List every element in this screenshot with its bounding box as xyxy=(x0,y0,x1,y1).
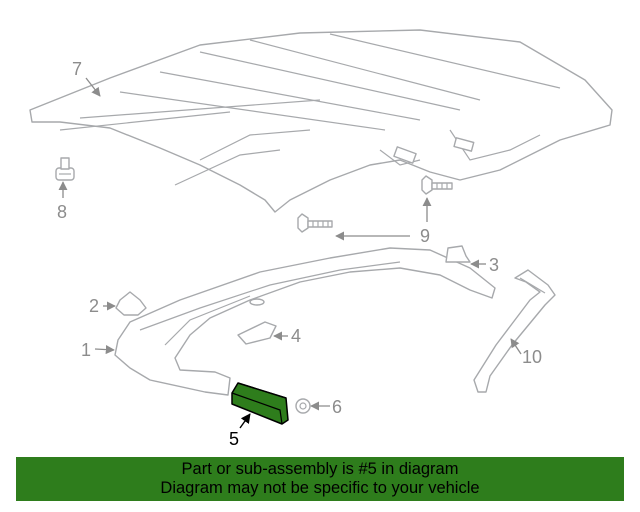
leader-lines xyxy=(58,77,522,429)
callout-1: 1 xyxy=(81,340,91,360)
weatherstrip-part-10[interactable] xyxy=(473,269,556,393)
retainer-part-3[interactable] xyxy=(445,245,471,263)
plug-part-6[interactable] xyxy=(295,398,311,414)
info-banner: Part or sub-assembly is #5 in diagram Di… xyxy=(16,457,624,501)
callout-3: 3 xyxy=(489,255,499,275)
callout-4: 4 xyxy=(291,326,301,346)
trim-panel-part-1[interactable] xyxy=(114,247,496,396)
callout-8: 8 xyxy=(57,202,67,222)
clip-part-4[interactable] xyxy=(237,321,277,345)
callout-10: 10 xyxy=(522,347,542,367)
clip-part-2[interactable] xyxy=(115,291,147,316)
screw-part-9-right[interactable] xyxy=(421,175,453,195)
banner-line-2: Diagram may not be specific to your vehi… xyxy=(160,479,480,497)
headliner-part-7[interactable] xyxy=(29,29,613,213)
banner-line-1: Part or sub-assembly is #5 in diagram xyxy=(181,460,459,478)
callout-2: 2 xyxy=(89,296,99,316)
fastener-part-8[interactable] xyxy=(55,157,75,181)
bracket-part-5-highlighted[interactable] xyxy=(231,382,289,425)
callout-7: 7 xyxy=(72,59,82,79)
screw-part-9-left[interactable] xyxy=(297,213,333,233)
callout-9: 9 xyxy=(420,226,430,246)
callout-6: 6 xyxy=(332,397,342,417)
callout-5-highlighted: 5 xyxy=(229,429,239,449)
